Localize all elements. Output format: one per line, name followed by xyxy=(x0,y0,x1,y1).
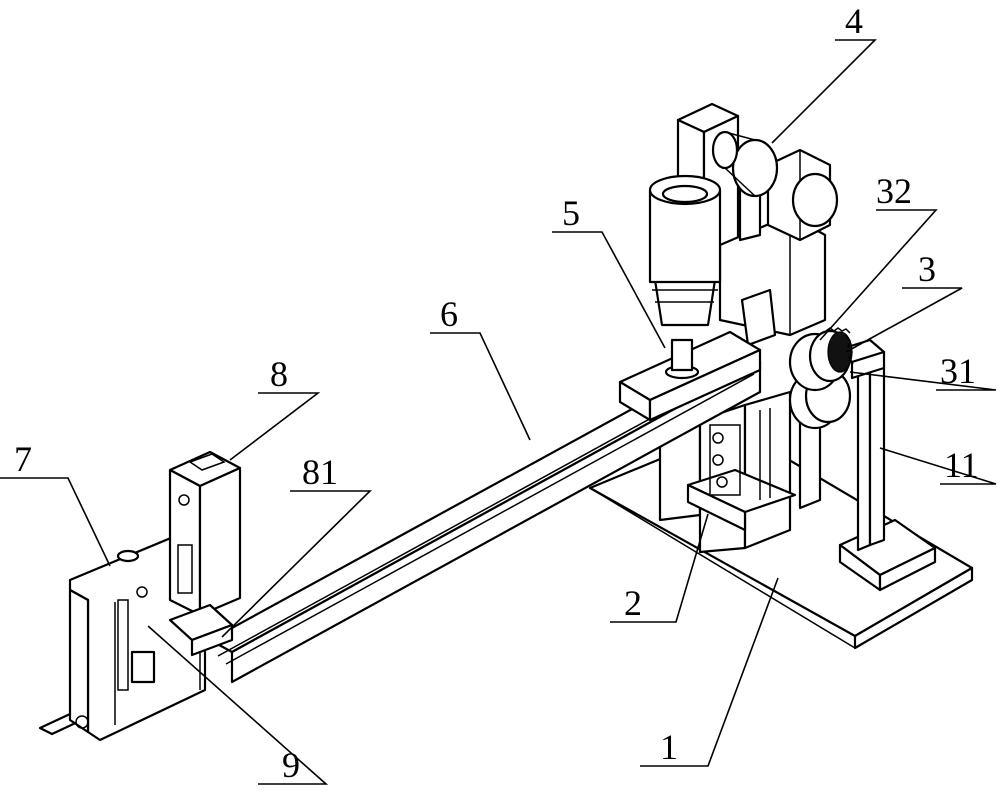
label-column: 11 xyxy=(944,445,979,485)
label-gear: 32 xyxy=(876,171,912,211)
clamp-block xyxy=(168,450,242,657)
label-guide-rail: 6 xyxy=(440,294,458,334)
lift-unit xyxy=(658,370,822,554)
label-stopper: 9 xyxy=(282,745,300,785)
label-motor-unit: 4 xyxy=(845,1,863,41)
leader-lines xyxy=(0,39,997,785)
label-roller-upper: 31 xyxy=(940,351,976,391)
label-roller-unit: 3 xyxy=(918,249,936,289)
label-clamp-tip: 81 xyxy=(302,452,338,492)
motor-unit xyxy=(676,102,839,347)
column-frame xyxy=(836,338,937,592)
roller-unit xyxy=(788,327,854,430)
label-spindle-head: 5 xyxy=(562,193,580,233)
label-end-bracket: 7 xyxy=(14,439,32,479)
label-lift-unit: 2 xyxy=(624,583,642,623)
spindle-head xyxy=(618,174,762,422)
label-base: 1 xyxy=(660,727,678,767)
label-clamp-block: 8 xyxy=(270,354,288,394)
